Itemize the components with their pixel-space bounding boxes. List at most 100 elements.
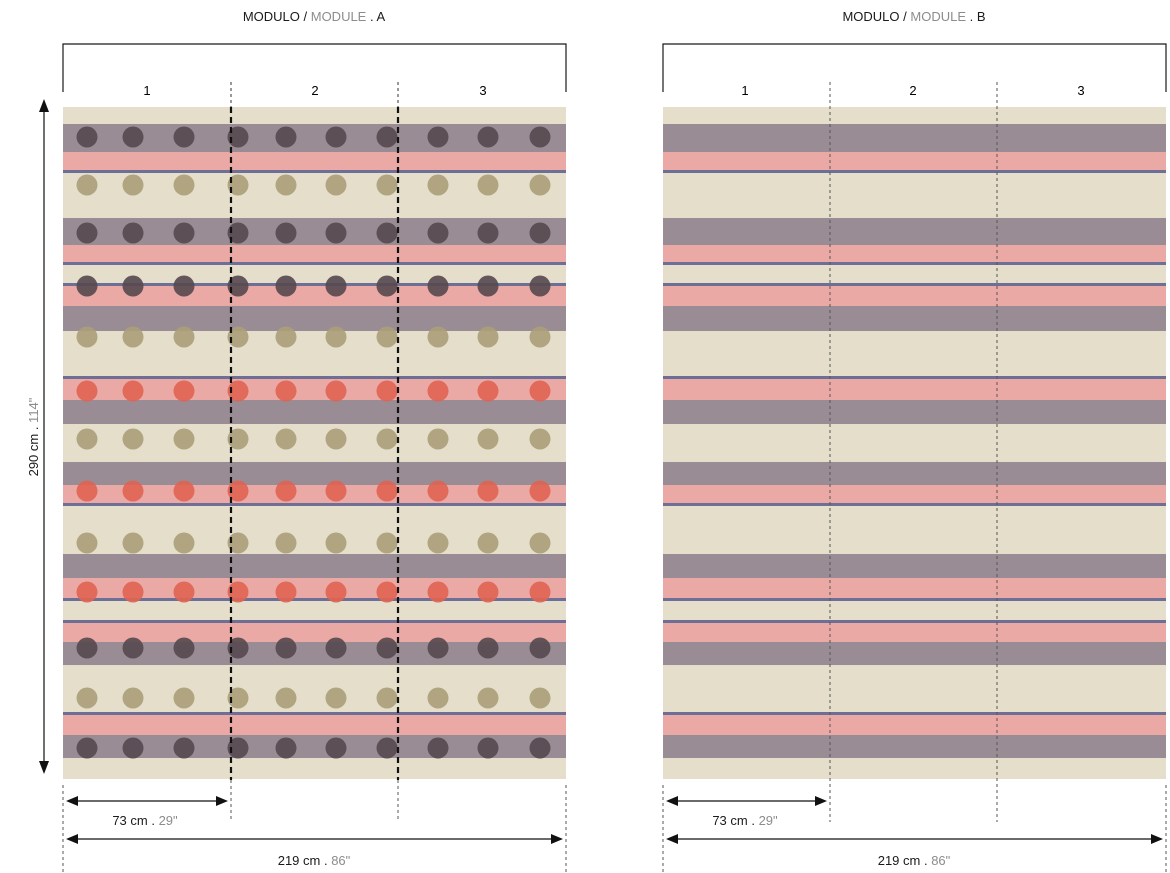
- dot: [325, 480, 347, 502]
- dot: [227, 326, 249, 348]
- dot: [325, 174, 347, 196]
- dot: [376, 380, 398, 402]
- dot: [529, 380, 551, 402]
- dot: [122, 428, 144, 450]
- stripe: [663, 715, 1166, 735]
- dot: [477, 275, 499, 297]
- dot: [122, 222, 144, 244]
- stripe: [63, 306, 566, 331]
- stripe: [663, 400, 1166, 424]
- stripe: [663, 735, 1166, 758]
- dot: [477, 737, 499, 759]
- stripe: [63, 623, 566, 642]
- dot: [427, 174, 449, 196]
- dot: [477, 687, 499, 709]
- dot: [325, 532, 347, 554]
- dot: [227, 687, 249, 709]
- dot: [173, 428, 195, 450]
- stripe: [663, 245, 1166, 262]
- dot: [76, 532, 98, 554]
- module-b-panel-number: 1: [741, 83, 748, 98]
- stripe: [63, 376, 566, 379]
- stripe: [663, 503, 1166, 506]
- dot: [529, 637, 551, 659]
- module-b-title: MODULO / MODULE . B: [842, 9, 985, 24]
- dot: [529, 275, 551, 297]
- stripe: [663, 642, 1166, 665]
- stripe: [63, 503, 566, 506]
- dot: [529, 222, 551, 244]
- dot: [76, 174, 98, 196]
- stripe: [63, 715, 566, 735]
- dot: [529, 532, 551, 554]
- stripe: [663, 124, 1166, 152]
- stripe: [663, 712, 1166, 715]
- dot: [275, 581, 297, 603]
- dot: [122, 480, 144, 502]
- stripe: [663, 376, 1166, 379]
- module-b-bracket: [662, 43, 1167, 92]
- dot: [477, 428, 499, 450]
- stripe: [63, 598, 566, 601]
- dot: [376, 737, 398, 759]
- dot: [477, 326, 499, 348]
- dot: [477, 126, 499, 148]
- stripe: [663, 623, 1166, 642]
- dot: [529, 428, 551, 450]
- stripe: [63, 462, 566, 485]
- dot: [76, 222, 98, 244]
- module-a-panel-number: 1: [143, 83, 150, 98]
- dot: [275, 326, 297, 348]
- stripe: [63, 554, 566, 578]
- dot: [227, 637, 249, 659]
- dot: [122, 581, 144, 603]
- dot: [122, 737, 144, 759]
- dot: [376, 126, 398, 148]
- stripe: [663, 262, 1166, 265]
- dot: [427, 737, 449, 759]
- dot: [173, 737, 195, 759]
- module-b-panel-number: 3: [1077, 83, 1084, 98]
- dot: [122, 275, 144, 297]
- dot: [76, 687, 98, 709]
- dot: [529, 480, 551, 502]
- dot: [275, 380, 297, 402]
- dot: [427, 637, 449, 659]
- dot: [477, 380, 499, 402]
- stripe: [63, 620, 566, 623]
- dot: [173, 480, 195, 502]
- dot: [427, 428, 449, 450]
- height-dimension: [39, 99, 49, 774]
- dot: [173, 126, 195, 148]
- dot: [122, 637, 144, 659]
- dot: [173, 532, 195, 554]
- dot: [76, 275, 98, 297]
- dot: [76, 126, 98, 148]
- dot: [227, 222, 249, 244]
- dot: [275, 428, 297, 450]
- dot: [275, 687, 297, 709]
- dot: [275, 222, 297, 244]
- dot: [227, 380, 249, 402]
- dot: [173, 687, 195, 709]
- dot: [427, 480, 449, 502]
- module-a: MODULO / MODULE . A 1 2 3 73 cm . 29": [62, 9, 567, 873]
- dot: [325, 687, 347, 709]
- dot: [275, 126, 297, 148]
- dot: [173, 275, 195, 297]
- dot: [376, 532, 398, 554]
- stripe: [663, 554, 1166, 578]
- stripe: [663, 578, 1166, 598]
- stripe: [63, 170, 566, 173]
- dot: [325, 126, 347, 148]
- dot: [529, 126, 551, 148]
- panel-width-dimension: [66, 796, 228, 806]
- dot: [173, 222, 195, 244]
- dot: [376, 687, 398, 709]
- dot: [76, 737, 98, 759]
- stripe: [663, 283, 1166, 286]
- height-label: 290 cm . 114": [26, 397, 41, 476]
- total-width-dimension: [666, 834, 1163, 844]
- dot: [325, 275, 347, 297]
